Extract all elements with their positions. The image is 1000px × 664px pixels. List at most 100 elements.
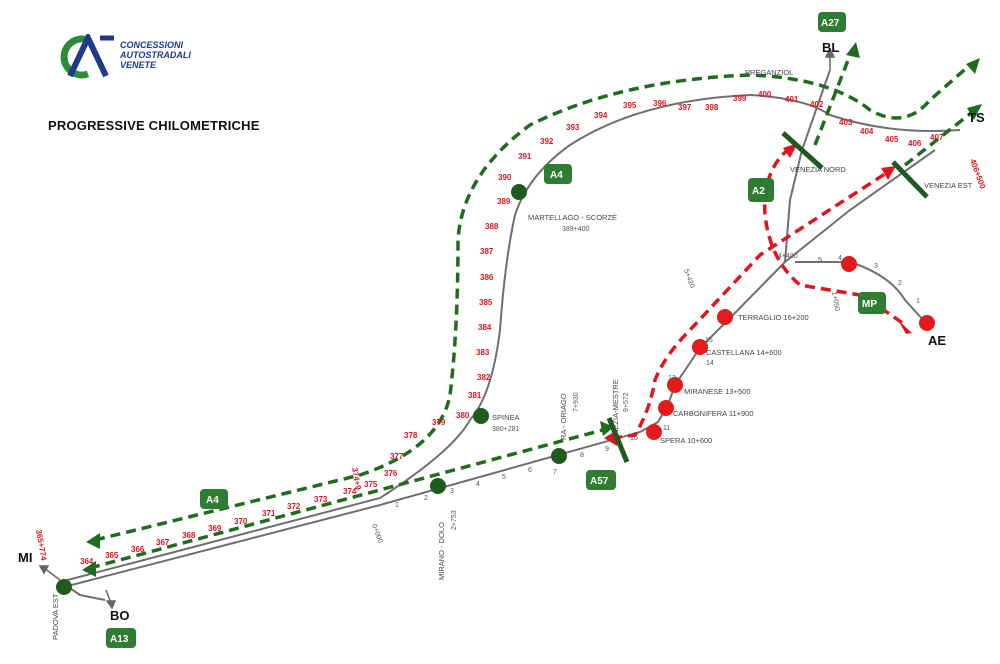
exit-carbonifera: CARBONIFERA 11+900 [673, 409, 754, 418]
direction-stubs [38, 47, 836, 610]
barrier-venezia-nord [781, 131, 824, 170]
node-padova[interactable] [56, 579, 72, 595]
brand-line-1: CONCESSIONI [120, 40, 184, 50]
barrier-mestre [606, 417, 630, 463]
arrowhead-ts [967, 104, 982, 120]
ae-km-1: 1 [916, 298, 920, 305]
svg-text:A4: A4 [550, 170, 563, 181]
svg-text:A4: A4 [206, 495, 219, 506]
exit-venezia-nord: VENEZIA NORD [790, 165, 846, 174]
small-markers: 1 2 3 4 5 6 7 8 9 10 11 13 14 15 1 2 3 4… [370, 253, 920, 544]
km-372: 372 [287, 502, 301, 511]
brand-name: CONCESSIONI AUTOSTRADALI VENETE [120, 40, 191, 70]
exit-labels: PREGANZIOL MARTELLAGO - SCORZÈ 389+400 S… [51, 68, 973, 640]
km-370: 370 [234, 517, 248, 526]
a57-to-east-road [784, 149, 936, 263]
km-399: 399 [733, 94, 747, 103]
a57-km-3: 3 [450, 488, 454, 495]
badge-a13[interactable]: A13 [106, 628, 136, 648]
km-397: 397 [678, 103, 692, 112]
km-391: 391 [518, 152, 532, 161]
tang-km-15: 15 [705, 337, 713, 344]
exit-venezia-est: VENEZIA EST [924, 181, 973, 190]
arrowhead-mi-upper [86, 533, 100, 549]
km-markers: 390 391 392 393 394 395 396 397 398 399 … [34, 90, 987, 566]
exit-mestre-km: 9+572 [623, 392, 630, 412]
badge-mp[interactable]: MP [858, 292, 886, 314]
brand-line-3: VENETE [120, 60, 157, 70]
node-carbonifera[interactable] [658, 400, 674, 416]
a57-km-4: 4 [476, 481, 480, 488]
node-spera[interactable] [646, 424, 662, 440]
node-martellago[interactable] [511, 184, 527, 200]
badge-a4-left[interactable]: A4 [200, 489, 228, 509]
ae-km-4: 4 [838, 255, 842, 262]
stub-mi [43, 567, 61, 581]
km-376: 376 [384, 469, 398, 478]
green-route-lower [89, 426, 611, 570]
a57-km-7: 7 [553, 469, 557, 476]
svg-text:MP: MP [862, 299, 877, 310]
a57-km-1: 1 [395, 502, 399, 509]
node-castellana[interactable] [692, 339, 708, 355]
km-misc-365-774: 365+774 [34, 529, 48, 562]
misc-0-000: 0+000 [370, 523, 383, 544]
node-ae-branch[interactable] [841, 256, 857, 272]
tang-km-14: 14 [706, 360, 714, 367]
misc-5-420: 5+420 [682, 268, 695, 289]
badge-a4-main[interactable]: A4 [544, 164, 572, 184]
a57-km-10: 10 [630, 435, 638, 442]
km-381: 381 [468, 391, 482, 400]
km-386: 386 [480, 273, 494, 282]
arrowhead-a57 [600, 421, 614, 436]
km-374: 374 [343, 487, 357, 496]
node-terraglio[interactable] [717, 309, 733, 325]
svg-text:A27: A27 [821, 18, 840, 29]
km-403: 403 [839, 118, 853, 127]
arrowhead-red-north [783, 143, 798, 158]
stub-bo-arrow [105, 600, 117, 610]
exit-miranese: MIRANESE 13+500 [684, 387, 751, 396]
a57-road [379, 431, 641, 506]
red-route-a27 [762, 146, 907, 327]
green-nodes [56, 184, 567, 595]
a57-km-9: 9 [605, 446, 609, 453]
badge-a27-small[interactable]: A2 [748, 178, 774, 202]
exit-martellago-km: 389+400 [562, 226, 590, 233]
logo [48, 30, 208, 80]
arrowhead-red-ae [898, 320, 912, 334]
km-377: 377 [390, 452, 404, 461]
svg-text:A57: A57 [590, 476, 609, 487]
city-ts: TS [968, 110, 985, 125]
exit-mestre: ENEZIA-MESTRE [611, 379, 620, 440]
svg-text:A2: A2 [752, 186, 765, 197]
badges: A4 A4 A27 A2 A57 A13 MP [106, 12, 886, 648]
km-368: 368 [182, 531, 196, 540]
node-mirano[interactable] [430, 478, 446, 494]
km-388: 388 [485, 222, 499, 231]
km-misc-374-9: 374+9 [350, 467, 363, 491]
red-nodes [646, 256, 935, 440]
exit-mirano: MIRANO - DOLO [437, 522, 446, 580]
km-402: 402 [810, 100, 824, 109]
red-route-tangenziale [611, 170, 889, 440]
green-routes [89, 49, 977, 570]
badge-a57[interactable]: A57 [586, 470, 616, 490]
green-arrowheads [82, 42, 982, 577]
node-spinea[interactable] [473, 408, 489, 424]
km-364: 364 [80, 557, 94, 566]
tang-km-11: 11 [663, 425, 670, 432]
badge-a27[interactable]: A27 [818, 12, 846, 32]
exit-terraglio: TERRAGLIO 16+200 [738, 313, 809, 322]
exit-mirano-km: 2+753 [451, 510, 458, 530]
exit-oriago-km: 7+930 [573, 392, 580, 412]
arrowhead-ne [966, 58, 980, 74]
km-373: 373 [314, 495, 328, 504]
city-labels: MI BO BL TS AE [18, 40, 985, 623]
km-407: 407 [930, 133, 944, 142]
green-route-upper [94, 63, 972, 542]
node-ae[interactable] [919, 315, 935, 331]
node-miranese[interactable] [667, 377, 683, 393]
node-oriago[interactable] [551, 448, 567, 464]
